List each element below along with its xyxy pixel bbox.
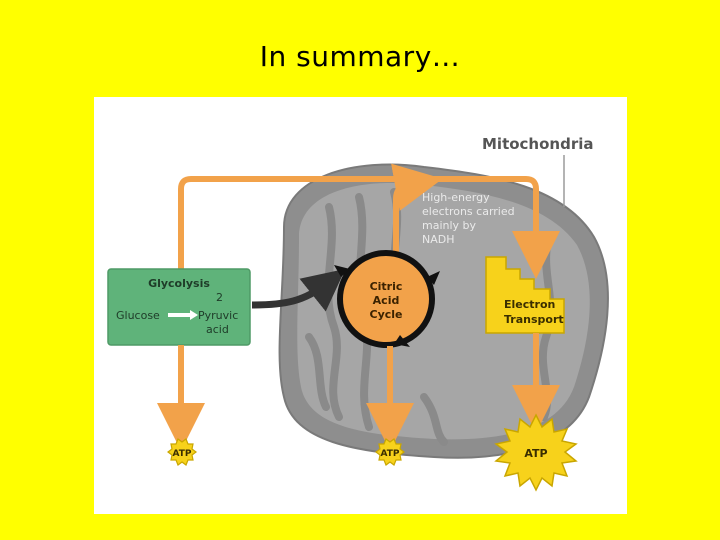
diagram-panel: Mitochondria High-energy electrons carri… — [94, 97, 627, 514]
cac-line1: Citric — [370, 280, 403, 293]
glycolysis-output-count: 2 — [216, 291, 223, 304]
glycolysis-title: Glycolysis — [148, 277, 210, 290]
nadh-arrow — [391, 163, 443, 253]
cac-line2: Acid — [373, 294, 400, 307]
atp-glycolysis: ATP — [167, 438, 197, 466]
mitochondria-label: Mitochondria — [482, 135, 594, 153]
svg-text:High-energy: High-energy — [422, 191, 490, 204]
pyruvate-arrow — [251, 268, 346, 312]
glycolysis-input: Glucose — [116, 309, 160, 322]
glycolysis-output-line2: acid — [206, 323, 229, 336]
atp-label-3: ATP — [524, 447, 547, 460]
svg-text:NADH: NADH — [422, 233, 455, 246]
atp-label-1: ATP — [172, 449, 191, 459]
top-connector-arrow — [178, 176, 560, 279]
et-line1: Electron — [504, 298, 555, 311]
et-line2: Transport — [504, 313, 564, 326]
nadh-note: High-energy electrons carried mainly by … — [422, 191, 515, 246]
electron-transport-box: Electron Transport — [485, 256, 565, 334]
slide-title: In summary… — [259, 40, 461, 73]
atp-label-2: ATP — [380, 449, 399, 459]
svg-text:electrons carried: electrons carried — [422, 205, 515, 218]
cac-line3: Cycle — [370, 308, 403, 321]
glycolysis-output-line1: Pyruvic — [198, 309, 238, 322]
svg-text:mainly by: mainly by — [422, 219, 477, 232]
atp-electron-transport: ATP — [494, 413, 578, 492]
glycolysis-box: Glycolysis 2 Glucose Pyruvic acid — [107, 268, 251, 346]
respiration-diagram: Mitochondria High-energy electrons carri… — [107, 135, 609, 492]
atp-cac: ATP — [375, 438, 405, 466]
citric-acid-cycle: Citric Acid Cycle — [334, 250, 440, 348]
